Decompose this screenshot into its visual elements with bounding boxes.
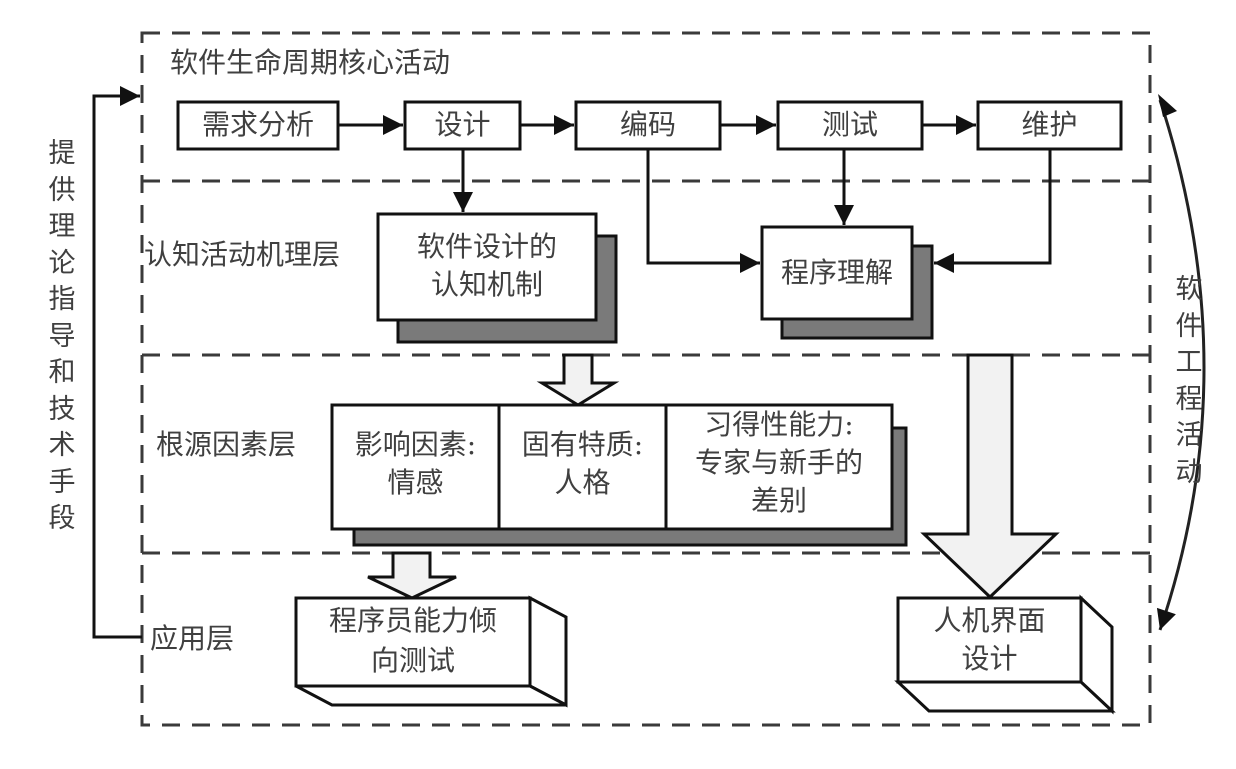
arrow-coding-to-comprehension — [646, 149, 760, 273]
outer-dashed-frame — [140, 31, 1152, 727]
hci-design-line-1: 人机界面 — [933, 604, 1046, 637]
aptitude-test-line-1: 程序员能力倾 — [328, 604, 497, 637]
step-label-maintenance: 维护 — [1021, 108, 1078, 141]
left-bracket-arrow — [92, 86, 142, 639]
box3d-aptitude-test-front — [294, 596, 532, 688]
block-arrow-to-hci — [920, 353, 1060, 600]
step-label-requirements: 需求分析 — [201, 108, 314, 141]
root-cell-2-line-2: 人格 — [554, 466, 611, 499]
aptitude-test-line-2: 向测试 — [370, 644, 455, 677]
root-cell-1-line-2: 情感 — [387, 466, 444, 499]
block-arrow-root-to-application — [367, 551, 457, 600]
box3d-hci-front — [896, 596, 1083, 684]
root-cell-3-line-1: 习得性能力: — [704, 408, 854, 441]
left-side-label: 提供理论指导和技术手段 — [48, 138, 76, 534]
step-label-testing: 测试 — [821, 108, 878, 141]
box-program-comprehension — [760, 225, 914, 321]
box3d-aptitude-test-bottom — [295, 684, 567, 707]
layer-label-application: 应用层 — [150, 622, 235, 655]
lifecycle-title: 软件生命周期核心活动 — [170, 46, 451, 79]
layer-label-root: 根源因素层 — [156, 428, 297, 461]
program-comprehension-label: 程序理解 — [780, 256, 893, 289]
arrow-maintenance-to-comprehension — [934, 149, 1052, 273]
box-root-factors — [330, 403, 894, 531]
design-cognition-line-2: 认知机制 — [430, 268, 543, 301]
right-curved-double-arrow — [1156, 99, 1206, 631]
design-cognition-line-1: 软件设计的 — [416, 230, 557, 263]
right-curve-arrowhead-top — [1158, 94, 1177, 117]
step-label-coding: 编码 — [619, 108, 676, 141]
box-design-cognition — [376, 212, 598, 322]
box3d-hci-bottom — [894, 680, 1116, 713]
hci-design-line-2: 设计 — [961, 642, 1018, 675]
root-cell-3-line-2: 专家与新手的 — [694, 446, 863, 479]
right-side-label: 软件工程活动 — [1175, 274, 1203, 488]
root-cell-3-line-3: 差别 — [750, 484, 807, 517]
step-box-coding — [574, 100, 722, 151]
root-cell-1-line-1: 影响因素: — [354, 428, 477, 461]
block-arrow-cognitive-to-root — [536, 353, 620, 407]
layer-label-cognitive: 认知活动机理层 — [144, 238, 341, 271]
step-label-design: 设计 — [434, 108, 491, 141]
step-box-testing — [776, 100, 924, 151]
root-cell-2-line-1: 固有特质: — [521, 428, 644, 461]
